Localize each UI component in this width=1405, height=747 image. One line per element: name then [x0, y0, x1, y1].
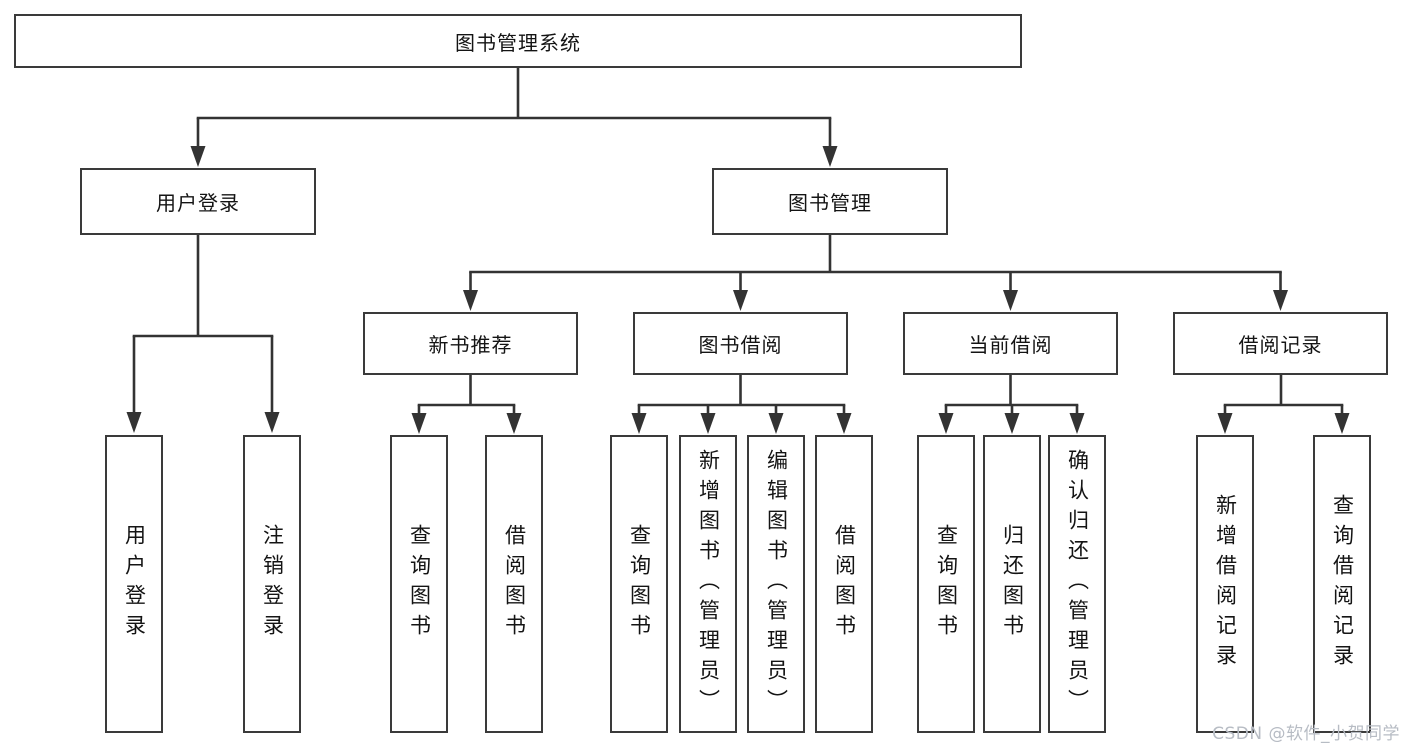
node-leaf-confirm-return: 确认归还（管理员） [1048, 435, 1106, 733]
node-label: 借阅记录 [1238, 333, 1323, 357]
arrowhead-icon [836, 413, 852, 434]
node-label: 查询借阅记录 [1330, 494, 1355, 674]
node-leaf-add-book: 新增图书（管理员） [679, 435, 737, 733]
node-label: 新增借阅记录 [1213, 494, 1238, 674]
arrowhead-icon [411, 413, 427, 434]
arrowhead-icon [1334, 413, 1350, 434]
node-leaf-return-book: 归还图书 [983, 435, 1041, 733]
edge-group-5 [938, 375, 1085, 434]
node-label: 图书管理系统 [455, 30, 581, 55]
node-leaf-query-book-3: 查询图书 [917, 435, 975, 733]
node-leaf-query-book-1: 查询图书 [390, 435, 448, 733]
arrowhead-icon [768, 413, 784, 434]
node-label: 编辑图书（管理员） [764, 449, 789, 719]
edge-group-0 [190, 68, 838, 167]
edge-group-2 [463, 235, 1288, 311]
arrowhead-icon [463, 290, 478, 311]
node-label: 归还图书 [1000, 524, 1025, 644]
arrowhead-icon [264, 412, 280, 433]
node-label: 用户登录 [156, 191, 240, 215]
node-leaf-add-borrow-record: 新增借阅记录 [1196, 435, 1254, 733]
node-label: 用户登录 [122, 524, 147, 644]
arrowhead-icon [822, 146, 838, 167]
arrowhead-icon [1217, 413, 1233, 434]
edge-group-6 [1217, 375, 1350, 434]
node-leaf-query-book-2: 查询图书 [610, 435, 668, 733]
node-label: 图书借阅 [698, 333, 783, 357]
node-label: 查询图书 [627, 524, 652, 644]
edge-group-3 [411, 375, 522, 434]
arrowhead-icon [1069, 413, 1085, 434]
node-root: 图书管理系统 [14, 14, 1022, 68]
arrowhead-icon [1273, 290, 1288, 311]
arrowhead-icon [631, 413, 647, 434]
node-leaf-borrow-book-1: 借阅图书 [485, 435, 543, 733]
node-label: 确认归还（管理员） [1065, 449, 1090, 719]
node-label: 查询图书 [934, 524, 959, 644]
node-book-borrow: 图书借阅 [633, 312, 848, 375]
node-label: 注销登录 [260, 524, 285, 644]
node-book-mgmt: 图书管理 [712, 168, 948, 235]
watermark: CSDN @软件_小贺同学 [1212, 724, 1400, 744]
arrowhead-icon [506, 413, 522, 434]
arrowhead-icon [190, 146, 206, 167]
node-label: 新增图书（管理员） [696, 449, 721, 719]
arrowhead-icon [700, 413, 716, 434]
node-label: 借阅图书 [502, 524, 527, 644]
node-label: 借阅图书 [832, 524, 857, 644]
arrowhead-icon [938, 413, 954, 434]
node-label: 查询图书 [407, 524, 432, 644]
node-new-book-rec: 新书推荐 [363, 312, 578, 375]
node-borrow-records: 借阅记录 [1173, 312, 1388, 375]
edge-group-4 [631, 375, 852, 434]
node-current-borrow: 当前借阅 [903, 312, 1118, 375]
node-label: 图书管理 [788, 191, 872, 215]
arrowhead-icon [1004, 413, 1020, 434]
node-leaf-borrow-book-2: 借阅图书 [815, 435, 873, 733]
node-leaf-logout: 注销登录 [243, 435, 301, 733]
edge-group-1 [126, 235, 280, 433]
arrowhead-icon [1003, 290, 1018, 311]
node-user-login: 用户登录 [80, 168, 316, 235]
node-label: 当前借阅 [968, 333, 1053, 357]
arrowhead-icon [733, 290, 748, 311]
node-leaf-user-login: 用户登录 [105, 435, 163, 733]
node-leaf-edit-book: 编辑图书（管理员） [747, 435, 805, 733]
node-leaf-query-borrow-record: 查询借阅记录 [1313, 435, 1371, 733]
node-label: 新书推荐 [428, 333, 513, 357]
arrowhead-icon [126, 412, 142, 433]
